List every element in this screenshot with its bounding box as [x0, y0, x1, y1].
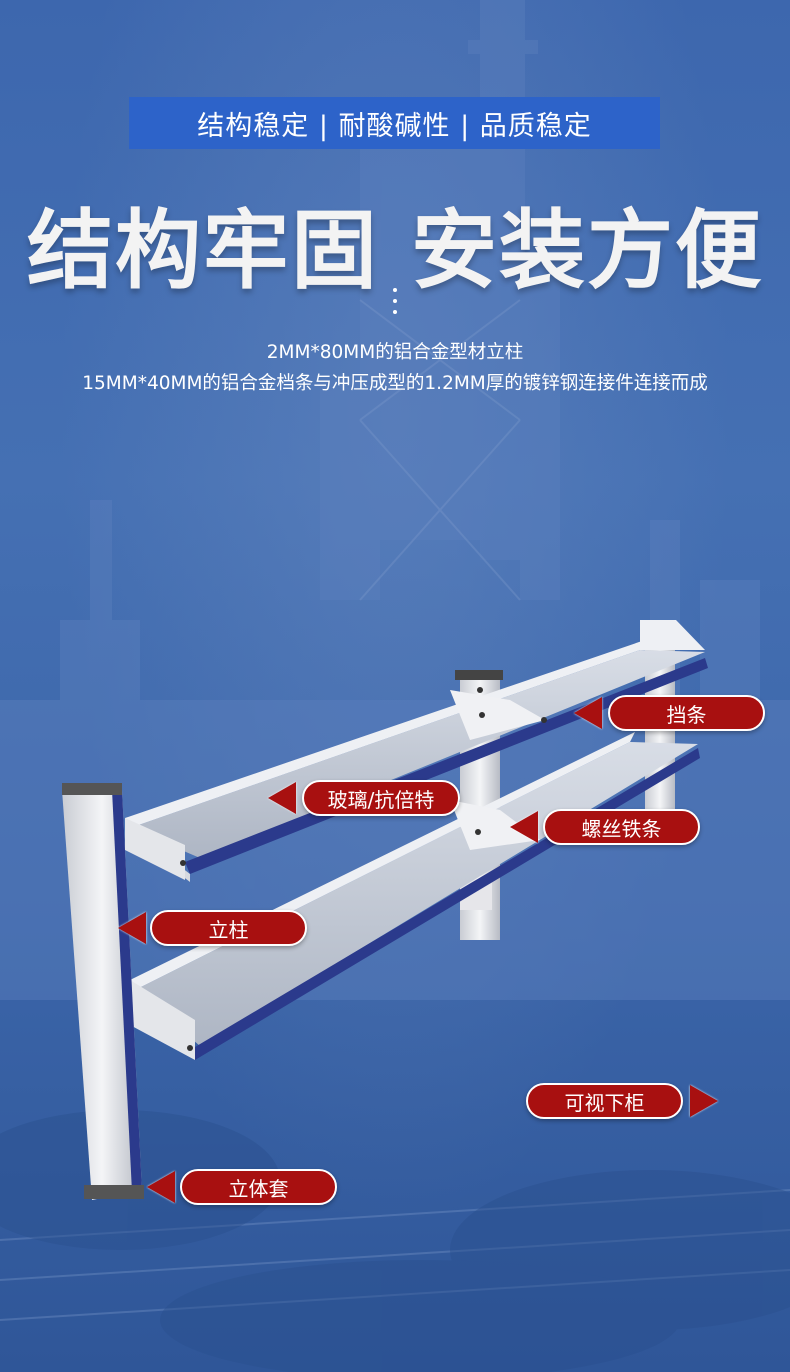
tagline-bar: 结构稳定 | 耐酸碱性 | 品质稳定: [129, 97, 660, 149]
label-sleeve: 立体套: [180, 1169, 337, 1205]
shelf-frame-illustration: [62, 620, 708, 1200]
arrow-column: [118, 912, 146, 944]
label-dangtiao: 挡条: [608, 695, 765, 731]
arrow-visible-cabinet: [690, 1085, 718, 1117]
label-column-text: 立柱: [208, 917, 249, 942]
label-screw: 螺丝铁条: [543, 809, 700, 845]
divider-dots: [392, 288, 398, 321]
label-visible-cabinet-text: 可视下柜: [564, 1090, 645, 1115]
label-sleeve-text: 立体套: [228, 1176, 289, 1201]
arrow-screw: [510, 811, 538, 843]
arrow-dangtiao: [574, 697, 602, 729]
description-line-1: 2MM*80MM的铝合金型材立柱: [266, 342, 524, 363]
label-glass-text: 玻璃/抗倍特: [327, 787, 435, 812]
label-visible-cabinet: 可视下柜: [526, 1083, 683, 1119]
label-dangtiao-text: 挡条: [666, 702, 707, 727]
description-line-2: 15MM*40MM的铝合金档条与冲压成型的1.2MM厚的镀锌钢连接件连接而成: [82, 373, 708, 394]
arrow-sleeve: [147, 1171, 175, 1203]
label-glass: 玻璃/抗倍特: [302, 780, 460, 816]
label-screw-text: 螺丝铁条: [581, 816, 662, 841]
label-column: 立柱: [150, 910, 307, 946]
page-headline: 结构牢固 安装方便: [27, 201, 763, 301]
arrow-glass: [268, 782, 296, 814]
tagline-text: 结构稳定 | 耐酸碱性 | 品质稳定: [197, 110, 592, 142]
